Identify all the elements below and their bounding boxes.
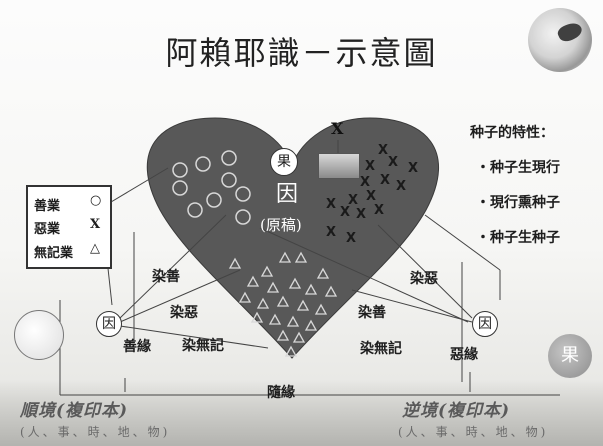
svg-text:X: X bbox=[374, 203, 384, 218]
corner-orb-decoration bbox=[528, 8, 592, 72]
svg-text:X: X bbox=[366, 189, 376, 204]
left-environment-title: 順境(複印本) bbox=[20, 401, 129, 421]
svg-text:X: X bbox=[388, 155, 398, 170]
left-condition-label: 善緣 bbox=[123, 339, 151, 355]
heart-draft-label: (原稿) bbox=[260, 216, 302, 234]
good-karma-seeds bbox=[172, 150, 251, 225]
left-cause-to-bottom-line bbox=[119, 325, 269, 349]
legend-good-label: 善業 bbox=[34, 199, 61, 214]
property-item-3: ・种子生种子 bbox=[476, 230, 560, 246]
svg-text:X: X bbox=[348, 193, 358, 208]
legend-evil-x-icon: X bbox=[90, 217, 101, 232]
follow-condition-label: 隨緣 bbox=[267, 385, 295, 401]
right-environment-subtitle: (人、事、時、地、物) bbox=[398, 425, 549, 439]
stain-neutral-left-label: 染無記 bbox=[182, 338, 224, 354]
legend-evil-label: 惡業 bbox=[34, 222, 61, 237]
svg-text:X: X bbox=[346, 231, 356, 246]
center-diagonal-line bbox=[259, 227, 469, 323]
svg-text:X: X bbox=[326, 225, 336, 240]
right-fruit-orb: 果 bbox=[548, 334, 592, 378]
svg-text:X: X bbox=[408, 161, 418, 176]
water-reflection-decoration bbox=[0, 380, 603, 446]
left-environment-subtitle: (人、事、時、地、物) bbox=[20, 425, 171, 439]
thumbnail-photo bbox=[318, 153, 360, 179]
right-cause-to-heart-line bbox=[351, 289, 473, 323]
right-cause-to-x-line bbox=[377, 224, 473, 319]
stain-evil-left-label: 染惡 bbox=[170, 305, 198, 321]
evil-karma-seeds: X X X X X X X X X X X X X X X bbox=[326, 143, 418, 246]
legend-box: 善業 ○ 惡業 X 無記業 △ bbox=[26, 185, 112, 269]
svg-text:X: X bbox=[356, 207, 366, 222]
svg-text:X: X bbox=[360, 175, 370, 190]
slide-title: 阿賴耶識－示意圖 bbox=[165, 34, 438, 72]
connector-lines bbox=[59, 140, 560, 396]
right-cause-circle: 因 bbox=[472, 311, 498, 337]
legend-neutral-triangle-icon: △ bbox=[90, 241, 100, 256]
heart-top-mark: X bbox=[331, 119, 344, 138]
right-slope-line bbox=[424, 214, 501, 271]
heart-fruit-circle: 果 bbox=[270, 148, 298, 176]
svg-text:X: X bbox=[396, 179, 406, 194]
heart-cause-label: 因 bbox=[276, 182, 299, 207]
svg-text:X: X bbox=[380, 173, 390, 188]
left-orb-decoration bbox=[14, 310, 64, 360]
property-item-2: ・現行熏种子 bbox=[476, 195, 560, 211]
svg-text:X: X bbox=[378, 143, 388, 158]
svg-text:X: X bbox=[340, 205, 350, 220]
svg-text:X: X bbox=[365, 159, 375, 174]
neutral-karma-seeds bbox=[228, 251, 338, 357]
properties-title: 种子的特性： bbox=[470, 125, 554, 141]
svg-text:X: X bbox=[326, 197, 336, 212]
property-item-1: ・种子生現行 bbox=[476, 160, 560, 176]
left-cause-to-triangles-line bbox=[119, 269, 241, 323]
right-environment-title: 逆境(複印本) bbox=[402, 401, 511, 421]
legend-to-heart-line bbox=[105, 167, 169, 206]
legend-neutral-label: 無記業 bbox=[34, 246, 74, 261]
right-condition-label: 惡緣 bbox=[450, 347, 478, 363]
left-cause-to-heart-line bbox=[119, 214, 227, 319]
stain-neutral-right-label: 染無記 bbox=[360, 341, 402, 357]
stain-evil-right-label: 染惡 bbox=[410, 271, 438, 287]
legend-good-circle-icon: ○ bbox=[90, 193, 102, 208]
stain-good-right-label: 染善 bbox=[358, 305, 386, 321]
stain-good-left-label: 染善 bbox=[152, 269, 180, 285]
left-cause-circle: 因 bbox=[96, 311, 122, 337]
